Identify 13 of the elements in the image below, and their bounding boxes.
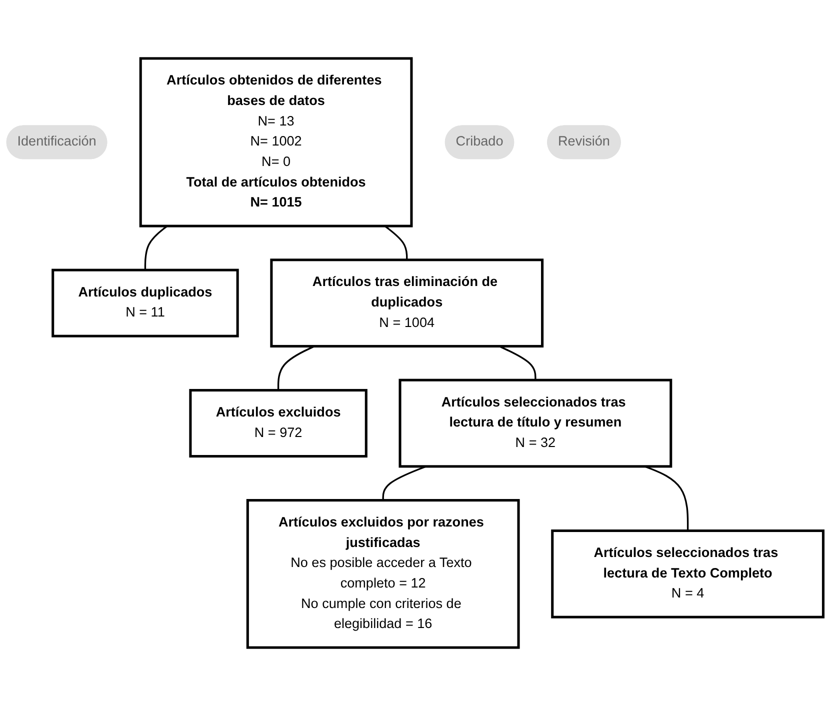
connector [384,225,408,260]
node-box: Artículos obtenidos de diferentes bases de datos N= 13 N= 1002 N= 0 Total de artículos obtenidos N= 1015 [139,57,413,228]
node-box: Artículos seleccionados tras lectura de título y resumen N = 32 [398,378,672,468]
connector [144,225,168,270]
node-box: Artículos seleccionados tras lectura de Texto Completo N = 4 [551,529,824,618]
node-box: Artículos excluidos por razones justificadas No es posible acceder a Texto completo = 12 No cumple con criterios de elegibilidad = 16 [246,499,520,649]
node-box: Artículos duplicados N = 11 [52,268,239,338]
node-box: Artículos tras eliminación de duplicados N = 1004 [270,258,544,348]
connector [382,466,426,500]
node-box: Artículos excluidos N = 972 [189,388,368,458]
connector [498,345,536,380]
connector [644,466,689,531]
connector [277,345,315,390]
